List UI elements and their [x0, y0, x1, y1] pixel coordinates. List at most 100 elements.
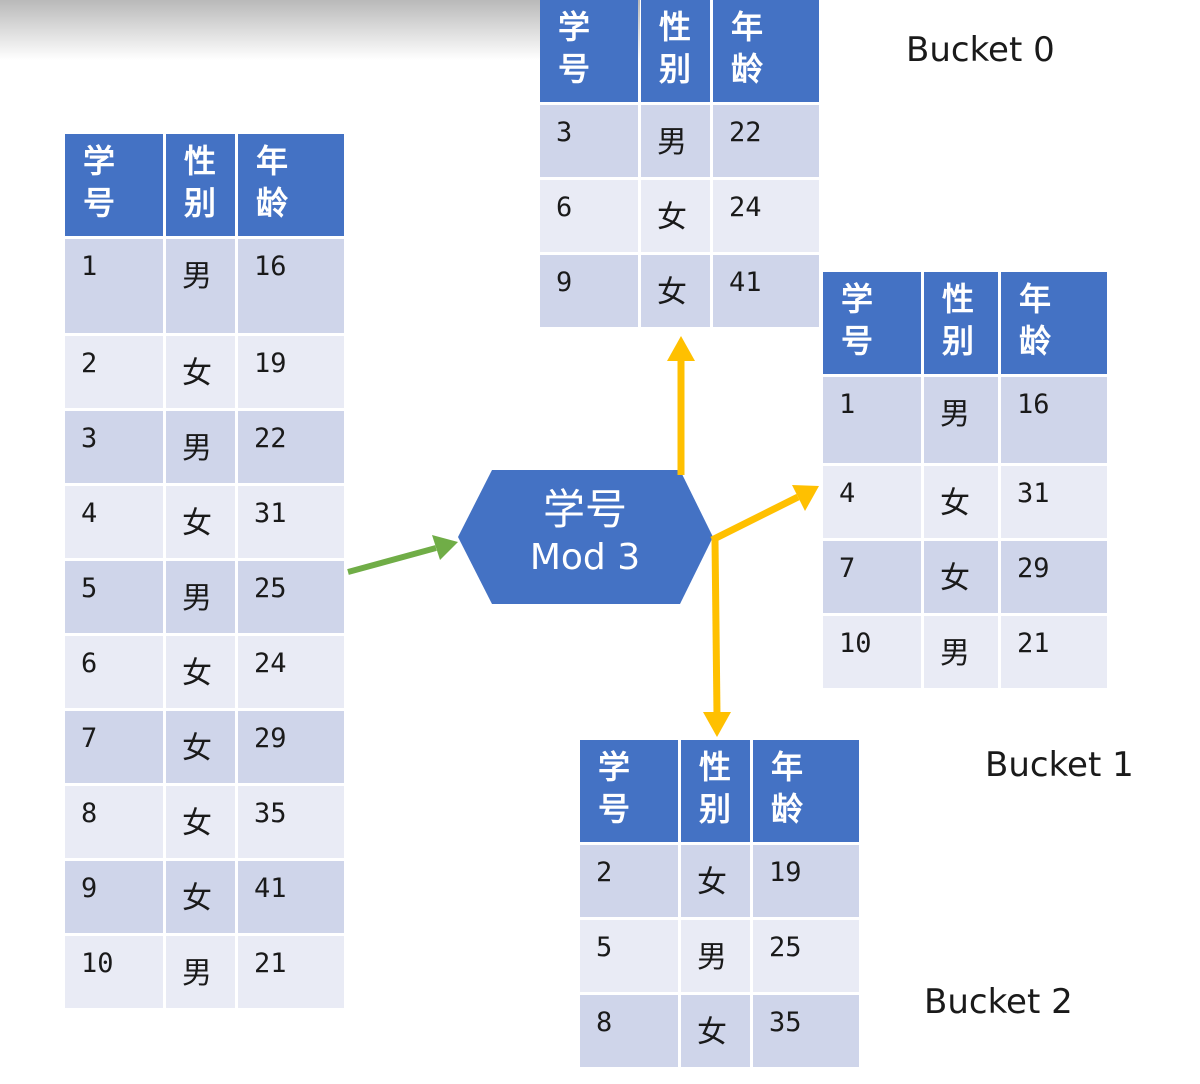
column-header-student-id: 学号 — [540, 0, 638, 102]
student-id-cell: 1 — [823, 377, 921, 463]
age-cell: 22 — [713, 105, 819, 177]
header-char: 学 — [841, 280, 874, 318]
header-char: 年 — [256, 142, 289, 180]
gender-cell: 女 — [166, 711, 235, 783]
gender-cell: 男 — [924, 616, 998, 688]
gender-cell: 男 — [166, 561, 235, 633]
age-cell: 25 — [753, 920, 859, 992]
gender-cell: 女 — [166, 486, 235, 558]
header-char: 别 — [659, 50, 692, 88]
student-id-cell: 9 — [65, 861, 163, 933]
student-id-cell: 3 — [65, 411, 163, 483]
table-header-row: 学号 性别 年龄 — [65, 134, 344, 236]
header-char: 别 — [942, 322, 975, 360]
output-arrow-bucket-1 — [710, 485, 819, 544]
header-char: 龄 — [771, 790, 804, 828]
age-cell: 21 — [1001, 616, 1107, 688]
age-cell: 41 — [238, 861, 344, 933]
gender-cell: 女 — [924, 466, 998, 538]
gender-cell: 女 — [641, 255, 710, 327]
age-cell: 22 — [238, 411, 344, 483]
hash-node-line2: Mod 3 — [529, 537, 641, 578]
age-cell: 25 — [238, 561, 344, 633]
header-char: 年 — [731, 8, 764, 46]
age-cell: 35 — [753, 995, 859, 1067]
age-cell: 29 — [238, 711, 344, 783]
gender-cell: 女 — [641, 180, 710, 252]
gender-cell: 男 — [166, 411, 235, 483]
column-header-student-id: 学号 — [580, 740, 678, 842]
hash-hexagon — [458, 470, 713, 604]
header-char: 性 — [184, 142, 217, 180]
age-cell: 41 — [713, 255, 819, 327]
age-cell: 16 — [1001, 377, 1107, 463]
header-char: 龄 — [1019, 322, 1052, 360]
bucket-1-label: Bucket 1 — [985, 745, 1134, 785]
student-id-cell: 8 — [65, 786, 163, 858]
gender-cell: 女 — [681, 845, 750, 917]
age-cell: 35 — [238, 786, 344, 858]
age-cell: 31 — [238, 486, 344, 558]
header-char: 号 — [558, 50, 591, 88]
student-id-cell: 7 — [65, 711, 163, 783]
output-arrow-bucket-2-line — [711, 539, 721, 716]
student-id-cell: 4 — [823, 466, 921, 538]
header-char: 年 — [771, 748, 804, 786]
student-id-cell: 3 — [540, 105, 638, 177]
student-id-cell: 1 — [65, 239, 163, 333]
table-header-row: 学号 性别 年龄 — [823, 272, 1107, 374]
age-cell: 19 — [238, 336, 344, 408]
age-cell: 29 — [1001, 541, 1107, 613]
student-id-cell: 2 — [65, 336, 163, 408]
student-id-cell: 10 — [823, 616, 921, 688]
output-arrow-bucket-0-head — [667, 336, 695, 361]
output-arrow-bucket-2 — [703, 539, 731, 737]
header-char: 性 — [942, 280, 975, 318]
header-char: 学 — [598, 748, 631, 786]
student-id-cell: 8 — [580, 995, 678, 1067]
input-arrow-head — [432, 535, 458, 560]
header-char: 别 — [184, 184, 217, 222]
column-header-student-id: 学号 — [823, 272, 921, 374]
header-char: 性 — [659, 8, 692, 46]
header-char: 学 — [558, 8, 591, 46]
column-header-age: 年龄 — [1001, 272, 1107, 374]
column-header-gender: 性别 — [681, 740, 750, 842]
age-cell: 19 — [753, 845, 859, 917]
header-char: 年 — [1019, 280, 1052, 318]
table-header-row: 学号 性别 年龄 — [580, 740, 859, 842]
output-arrow-bucket-1-line — [710, 493, 800, 544]
column-header-age: 年龄 — [238, 134, 344, 236]
gender-cell: 男 — [166, 936, 235, 1008]
bucket-2-label: Bucket 2 — [924, 982, 1073, 1022]
student-id-cell: 6 — [65, 636, 163, 708]
top-shadow — [0, 0, 640, 60]
age-cell: 16 — [238, 239, 344, 333]
hash-node-label: 学号 Mod 3 — [458, 470, 712, 604]
gender-cell: 女 — [166, 786, 235, 858]
student-id-cell: 9 — [540, 255, 638, 327]
table-header-row: 学号 性别 年龄 — [540, 0, 819, 102]
gender-cell: 女 — [166, 336, 235, 408]
header-char: 学 — [83, 142, 116, 180]
hash-node-line1: 学号 — [542, 485, 627, 534]
column-header-gender: 性别 — [924, 272, 998, 374]
